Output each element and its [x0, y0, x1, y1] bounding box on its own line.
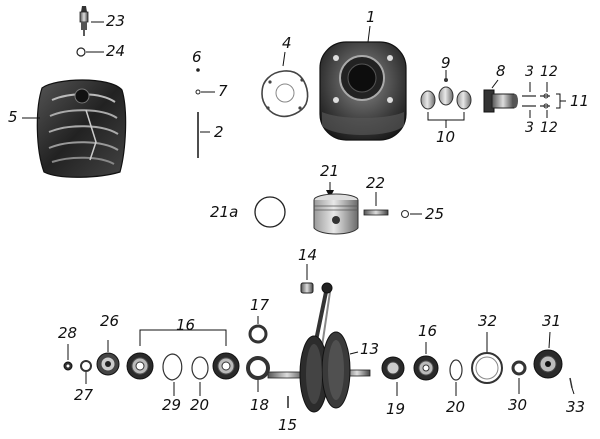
- label-3-top: 3: [525, 64, 534, 80]
- drive-sprocket-part: [63, 340, 120, 384]
- label-32: 32: [478, 312, 498, 330]
- label-9: 9: [441, 54, 451, 72]
- label-19: 19: [386, 400, 406, 418]
- label-29: 29: [162, 396, 182, 414]
- main-bearing-right-part: [381, 356, 405, 396]
- label-4: 4: [282, 34, 292, 52]
- stud-assembly-part: [195, 68, 215, 158]
- label-13: 13: [360, 340, 380, 358]
- spark-plug-part: [79, 6, 104, 36]
- label-1: 1: [366, 8, 376, 26]
- crankshaft-part: [267, 282, 371, 413]
- label-16-left: 16: [176, 316, 196, 334]
- exhaust-bolts-part: [522, 82, 566, 118]
- label-10: 10: [436, 128, 456, 146]
- pin-circlip-part: [400, 209, 422, 219]
- label-11: 11: [570, 92, 590, 110]
- label-30: 30: [508, 396, 528, 414]
- label-21: 21: [320, 162, 340, 180]
- label-26: 26: [100, 312, 120, 330]
- label-25: 25: [425, 205, 445, 223]
- label-15: 15: [278, 416, 298, 434]
- label-2: 2: [214, 123, 224, 141]
- output-seal-part: [511, 360, 527, 394]
- label-5: 5: [8, 108, 18, 126]
- label-33: 33: [566, 398, 586, 416]
- cover-gasket-part: [471, 332, 503, 384]
- label-20-left: 20: [190, 396, 210, 414]
- label-28: 28: [58, 324, 78, 342]
- bearing-pair-left-part: [126, 329, 240, 380]
- cylinder-part: [319, 25, 407, 141]
- label-7: 7: [218, 82, 228, 100]
- bearing-right-part: [413, 342, 439, 381]
- crank-seal-part: [248, 316, 268, 344]
- small-end-bearing-part: [300, 264, 314, 294]
- label-20-right: 20: [446, 398, 466, 416]
- label-8: 8: [496, 62, 506, 80]
- label-31: 31: [542, 312, 562, 330]
- label-6: 6: [192, 48, 202, 66]
- label-24: 24: [106, 42, 126, 60]
- label-3-bottom: 3: [525, 120, 534, 136]
- label-18: 18: [250, 396, 270, 414]
- cylinder-head-part: [22, 79, 127, 178]
- circlip-left-part: [162, 353, 183, 396]
- piston-part: [313, 182, 359, 235]
- gudgeon-pin-part: [363, 192, 389, 216]
- main-bearing-left-part: [246, 356, 270, 392]
- label-14: 14: [298, 246, 318, 264]
- label-22: 22: [366, 174, 386, 192]
- flywheel-part: [533, 331, 575, 395]
- shim-left-part: [191, 356, 209, 396]
- label-21a: 21a: [210, 203, 239, 221]
- label-17: 17: [250, 296, 270, 314]
- label-23: 23: [106, 12, 126, 30]
- label-16-right: 16: [418, 322, 438, 340]
- transfer-inserts-part: [420, 70, 472, 128]
- exhaust-flange-part: [483, 79, 518, 113]
- head-gasket-part: [261, 51, 309, 118]
- label-27: 27: [74, 386, 94, 404]
- shim-right-part: [449, 359, 463, 396]
- piston-ring-part: [254, 196, 286, 228]
- label-12-top: 12: [540, 64, 558, 80]
- plug-washer-part: [76, 47, 104, 57]
- label-12-bottom: 12: [540, 120, 558, 136]
